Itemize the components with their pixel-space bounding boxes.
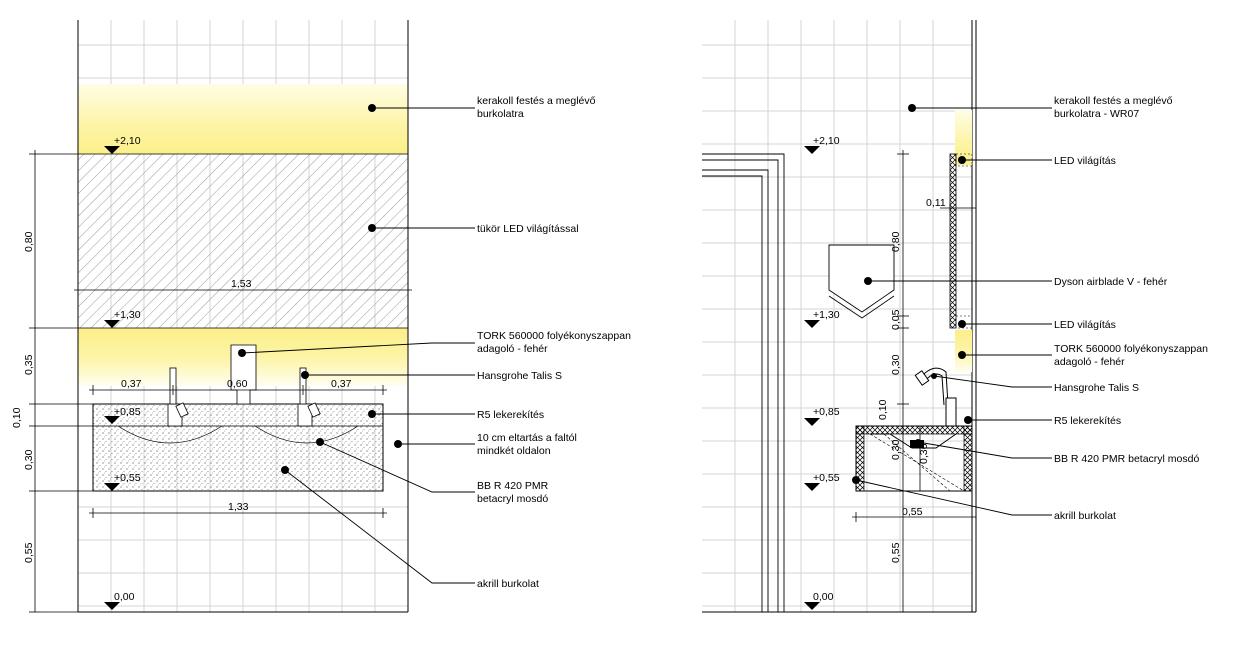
mirror-hatch <box>78 154 408 328</box>
left-elevation: +2,10 +1,30 +0,85 +0,55 0,00 0,80 0,35 0… <box>11 20 631 613</box>
callout-text: R5 lekerekítés <box>477 409 544 421</box>
level-label: +2,10 <box>114 135 141 147</box>
mirror-section <box>949 153 957 329</box>
level-label: +1,30 <box>114 309 141 321</box>
dim-label: 0,30 <box>890 354 902 375</box>
callout-text: akrill burkolat <box>477 578 539 590</box>
dim-label: 0,80 <box>23 231 35 252</box>
left-leader-dots <box>238 104 402 474</box>
basin-body <box>92 403 384 492</box>
left-horizontal-dimensions <box>74 285 412 518</box>
dim-label: 1,53 <box>231 278 252 290</box>
right-horizontal-dimensions <box>852 203 976 522</box>
left-leaders <box>241 107 475 584</box>
level-label: +0,55 <box>813 472 840 484</box>
left-vertical-dimensions <box>29 150 93 613</box>
dim-label: 0,10 <box>11 407 23 428</box>
callout-text: betacryl mosdó <box>477 493 548 505</box>
right-grid <box>702 20 972 612</box>
level-label: +0,85 <box>114 406 141 418</box>
wall-light-band <box>78 84 408 154</box>
right-vertical-dimensions <box>897 150 921 613</box>
callout-text: burkolatra <box>477 108 524 120</box>
level-label: +1,30 <box>813 309 840 321</box>
callout-text: TORK 560000 folyékonyszappan <box>1054 343 1208 355</box>
dim-label: 0,80 <box>890 231 902 252</box>
callout-text: Dyson airblade V - fehér <box>1054 276 1168 288</box>
dim-label: 0,36 <box>918 443 930 464</box>
callout-text: LED világítás <box>1054 319 1116 331</box>
right-leader-dots <box>852 104 972 484</box>
callout-text: mindkét oldalon <box>477 445 551 457</box>
dim-label: 0,30 <box>23 449 35 470</box>
callout-text: BB R 420 PMR <box>477 480 549 492</box>
callout-text: LED világítás <box>1054 155 1116 167</box>
dim-label: 0,55 <box>902 506 923 518</box>
wall-light-strip <box>955 110 972 165</box>
dim-label: 1,33 <box>228 501 249 513</box>
callout-text: 10 cm eltartás a faltól <box>477 432 577 444</box>
dim-label: 0,05 <box>890 309 902 330</box>
left-level-markers <box>104 146 120 610</box>
dim-label: 0,35 <box>23 354 35 375</box>
wall-light-strip <box>955 330 972 372</box>
dim-label: 0,60 <box>227 378 248 390</box>
callout-text: tükör LED világítással <box>477 223 579 235</box>
faucet-section <box>914 367 957 427</box>
callout-text: Hansgrohe Talis S <box>1054 382 1139 394</box>
dim-label: 0,10 <box>877 399 889 420</box>
level-label: +2,10 <box>813 135 840 147</box>
callout-text: BB R 420 PMR betacryl mosdó <box>1054 453 1199 465</box>
door-frame <box>702 153 785 612</box>
callout-text: akrill burkolat <box>1054 510 1116 522</box>
dim-label: 0,37 <box>121 378 142 390</box>
callout-text: TORK 560000 folyékonyszappan <box>477 330 631 342</box>
dyson-airblade <box>828 244 895 313</box>
right-section: +2,10 +1,30 +0,85 +0,55 0,00 0,80 0,05 0… <box>702 20 1208 613</box>
basin-section <box>855 425 973 492</box>
dim-label: 0,55 <box>890 542 902 563</box>
callout-text: Hansgrohe Talis S <box>477 370 562 382</box>
dim-label: 0,30 <box>890 439 902 460</box>
right-level-markers <box>804 146 820 610</box>
callout-text: kerakoll festés a meglévő <box>477 95 596 107</box>
callout-text: R5 lekerekítés <box>1054 415 1121 427</box>
level-label: 0,00 <box>813 591 834 603</box>
callout-text: kerakoll festés a meglévő <box>1054 95 1173 107</box>
callout-text: adagoló - fehér <box>1054 356 1125 368</box>
callout-text: burkolatra - WR07 <box>1054 108 1139 120</box>
dim-label: 0,11 <box>926 197 946 209</box>
right-leaders <box>855 107 1052 516</box>
dim-label: 0,55 <box>23 542 35 563</box>
level-label: 0,00 <box>114 591 135 603</box>
dim-label: 0,37 <box>331 378 352 390</box>
level-label: +0,55 <box>114 472 141 484</box>
callout-text: adagoló - fehér <box>477 343 548 355</box>
level-label: +0,85 <box>813 406 840 418</box>
